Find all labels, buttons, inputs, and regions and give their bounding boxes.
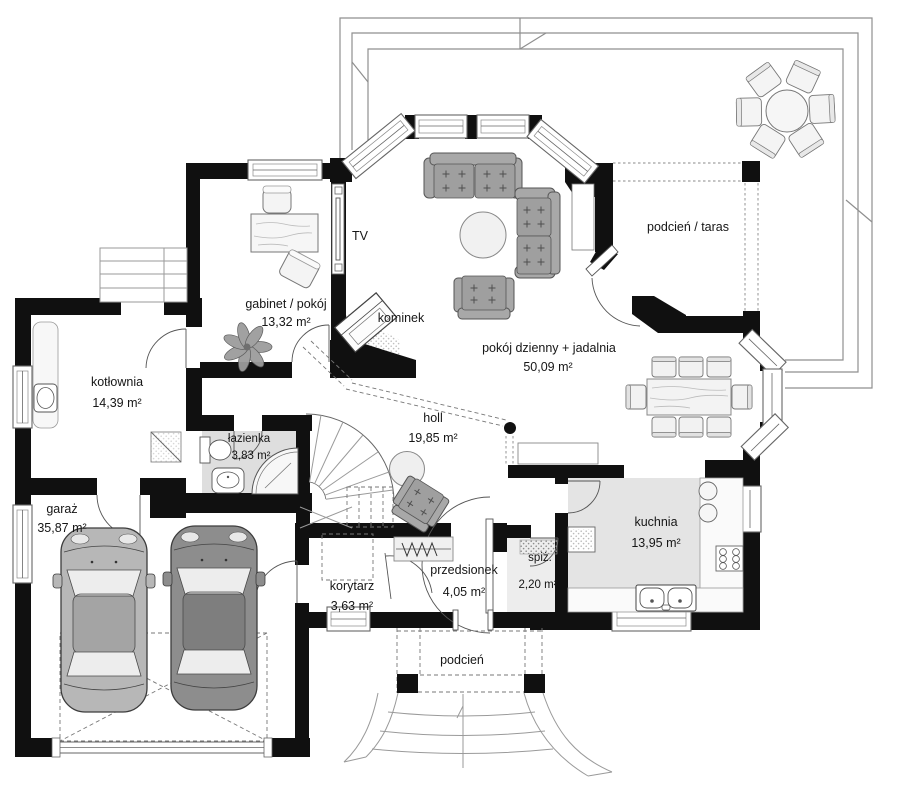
room-area-gabinet: 13,32 m² [261, 315, 310, 329]
room-label-garaz: garaż [46, 502, 77, 516]
armchair-living [453, 275, 515, 320]
room-label-przedsionek: przedsionek [430, 563, 498, 577]
labels: gabinet / pokój 13,32 m² TV kominek pokó… [37, 220, 729, 667]
window-living-b [476, 114, 530, 139]
window-kotlownia-left [12, 365, 33, 429]
boiler-room-fittings [32, 321, 182, 463]
window-bay-bottom [740, 413, 790, 461]
wall-niche [571, 183, 595, 251]
terrace-pillar [742, 161, 760, 182]
window-gabinet [247, 159, 323, 181]
washbasin [211, 467, 245, 494]
kitchen-fittings [567, 477, 744, 613]
porch-column-right [524, 674, 545, 693]
vestibule-fittings [321, 533, 558, 581]
bathroom-fittings [199, 436, 299, 495]
room-label-lazienka: łazienka [228, 433, 271, 445]
room-label-holl: holl [423, 411, 442, 425]
windows [12, 112, 790, 632]
roof-outline [339, 17, 873, 389]
annotation-tv: TV [352, 229, 369, 243]
terrace-table [765, 89, 809, 133]
fireplace [333, 292, 398, 353]
room-label-podcien-taras: podcień / taras [647, 220, 729, 234]
room-label-gabinet: gabinet / pokój [245, 297, 326, 311]
window-living-angled-left [341, 112, 416, 180]
floor-drain [150, 431, 182, 463]
room-label-spiz: spiż. [528, 552, 552, 564]
window-korytarz [326, 606, 371, 632]
room-area-holl: 19,85 m² [408, 431, 457, 445]
room-label-korytarz: korytarz [330, 579, 374, 593]
terrace [613, 59, 836, 312]
wardrobe-dashed [321, 533, 374, 581]
terrace-door-leaf [585, 244, 619, 277]
room-label-podcien: podcień [440, 653, 484, 667]
holl-furniture [389, 451, 450, 533]
sideboard [517, 442, 599, 465]
coffee-table [459, 211, 507, 259]
tv-unit [331, 183, 345, 275]
plant [223, 322, 273, 372]
car-right [162, 525, 266, 711]
window-living-angled-right [526, 118, 600, 184]
toilet [199, 436, 232, 464]
room-area-kuchnia: 13,95 m² [631, 536, 680, 550]
porch-column-left [397, 674, 418, 693]
annotation-kominek: kominek [378, 311, 425, 325]
shower [251, 447, 299, 495]
armchair-holl [391, 475, 450, 533]
garage [51, 525, 273, 758]
car-left [52, 527, 156, 713]
room-area-spiz: 2,20 m² [519, 579, 558, 591]
garage-door [51, 737, 273, 758]
room-area-garaz: 35,87 m² [37, 521, 86, 535]
office-furniture [223, 185, 321, 372]
column-dot [504, 422, 516, 434]
hob [715, 545, 744, 572]
room-label-kuchnia: kuchnia [634, 515, 677, 529]
room-area-kotlownia: 14,39 m² [92, 396, 141, 410]
sofa-right [514, 187, 561, 279]
staircase [299, 413, 395, 529]
room-label-kotlownia: kotłownia [91, 375, 143, 389]
window-living-a [414, 114, 468, 139]
living-room-furniture [423, 152, 753, 465]
entrance-porch [343, 628, 613, 777]
room-area-lazienka: 3,83 m² [232, 450, 271, 462]
room-area-przedsionek: 4,05 m² [443, 585, 485, 599]
porch-steps [343, 692, 613, 777]
sofa-top [423, 152, 523, 199]
dining-set [625, 356, 753, 438]
utility-basin [33, 383, 58, 413]
exterior-steps [99, 247, 188, 303]
pantry-shelf [519, 539, 558, 555]
room-label-pokoj-dzienny: pokój dzienny + jadalnia [482, 341, 616, 355]
window-garage-left [12, 504, 33, 584]
room-area-pokoj-dzienny: 50,09 m² [523, 360, 572, 374]
ceiling-dashes [302, 340, 516, 464]
dining-table [646, 378, 732, 416]
room-area-korytarz: 3,63 m² [331, 599, 373, 613]
kitchen-sink [635, 584, 697, 612]
